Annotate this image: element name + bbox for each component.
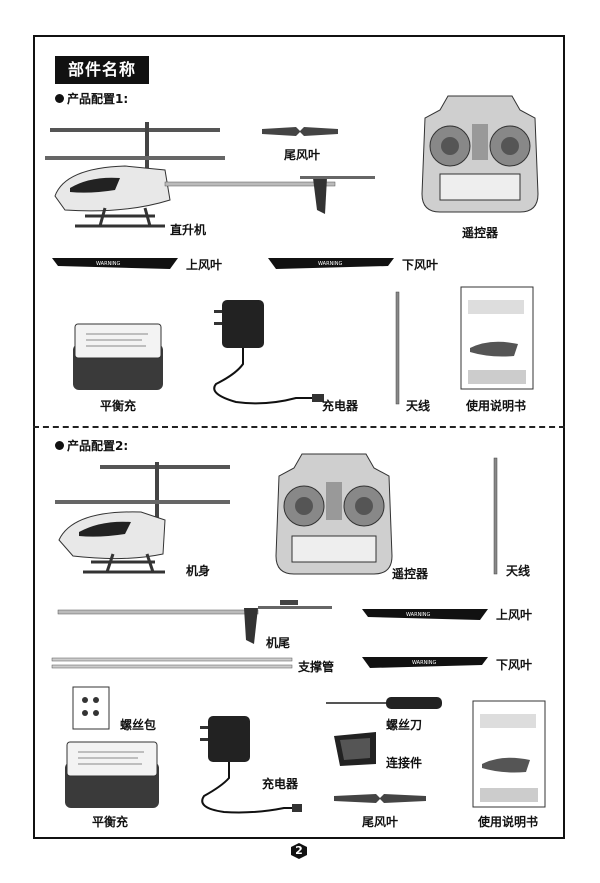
antenna-image	[395, 291, 400, 405]
screwdriver-image	[326, 697, 442, 709]
support-tube-image	[51, 657, 293, 669]
charger-label: 充电器	[262, 777, 299, 791]
config1-heading: 产品配置1:	[55, 90, 128, 107]
screw-pack-image	[72, 686, 110, 730]
lower-blade-label: 下风叶	[496, 658, 533, 672]
tail-blade-label: 尾风叶	[362, 815, 399, 829]
upper-blade-label: 上风叶	[186, 258, 223, 272]
lower-blade-image: WARNING	[362, 657, 488, 668]
blade-text: WARNING	[412, 660, 437, 666]
manual-image	[460, 286, 534, 390]
manual-label: 使用说明书	[466, 399, 527, 413]
page-frame	[33, 35, 565, 839]
tail-label: 机尾	[266, 636, 291, 650]
helicopter-image	[45, 122, 375, 228]
upper-blade-image: WARNING	[362, 609, 488, 620]
bullet-icon	[55, 441, 64, 450]
lower-blade-image: WARNING	[268, 258, 394, 269]
tail-boom-image	[57, 600, 332, 644]
blade-text: WARNING	[406, 612, 431, 618]
charger-label: 充电器	[322, 399, 359, 413]
charger-image	[200, 716, 302, 814]
connector-image	[334, 732, 376, 766]
blade-text: WARNING	[318, 261, 343, 267]
tail-blade-label: 尾风叶	[284, 148, 321, 162]
manual-label: 使用说明书	[478, 815, 539, 829]
upper-blade-image: WARNING	[52, 258, 178, 269]
balance-charger-label: 平衡充	[92, 815, 129, 829]
config2-heading: 产品配置2:	[55, 437, 128, 454]
balance-charger-label: 平衡充	[100, 399, 137, 413]
bullet-icon	[55, 94, 64, 103]
page-title: 部件名称	[55, 56, 149, 84]
blade-text: WARNING	[96, 261, 121, 267]
remote-image	[275, 453, 393, 575]
support-tube-label: 支撑管	[298, 660, 335, 674]
balance-charger-image	[73, 323, 163, 390]
body-label: 机身	[186, 564, 211, 578]
balance-charger-image	[65, 741, 159, 808]
remote-image	[421, 95, 539, 213]
remote-label: 遥控器	[462, 226, 499, 240]
antenna-image	[493, 457, 498, 575]
upper-blade-label: 上风叶	[496, 608, 533, 622]
helicopter-body-image	[55, 462, 230, 574]
tail-blade-image	[334, 794, 426, 803]
connector-label: 连接件	[386, 756, 423, 770]
lower-blade-label: 下风叶	[402, 258, 439, 272]
charger-image	[213, 300, 324, 405]
antenna-label: 天线	[506, 564, 531, 578]
antenna-label: 天线	[406, 399, 431, 413]
tail-blade-image	[262, 127, 338, 136]
screw-pack-label: 螺丝包	[120, 718, 157, 732]
section-divider	[33, 426, 565, 428]
remote-label: 遥控器	[392, 567, 429, 581]
page-number: 2	[291, 843, 307, 859]
manual-image	[472, 700, 546, 808]
screwdriver-label: 螺丝刀	[386, 718, 423, 732]
helicopter-label: 直升机	[170, 223, 207, 237]
